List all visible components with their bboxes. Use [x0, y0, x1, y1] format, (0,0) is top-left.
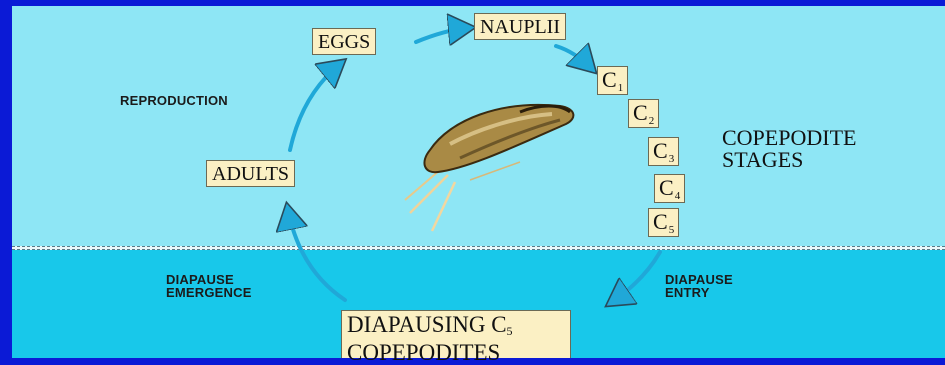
copepodite-label-line2: STAGES	[722, 149, 856, 171]
arrow-adults-to-eggs	[290, 64, 340, 150]
stage-c1-letter: C	[602, 67, 617, 92]
reproduction-label: REPRODUCTION	[120, 94, 228, 107]
diapausing-number: 5	[507, 324, 513, 338]
stage-c3-number: 3	[669, 153, 675, 165]
entry-line2: ENTRY	[665, 286, 733, 299]
stage-adults-label: ADULTS	[212, 163, 289, 185]
stage-eggs: EGGS	[312, 28, 376, 55]
diapausing-label: DIAPAUSING C	[347, 312, 507, 337]
stage-c2: C2	[628, 99, 659, 128]
stage-c4: C4	[654, 174, 685, 203]
stage-eggs-label: EGGS	[318, 31, 370, 53]
stage-c4-number: 4	[675, 190, 681, 202]
copepod-illustration	[405, 105, 573, 231]
stage-c1-number: 1	[618, 82, 624, 94]
diapausing-line1: DIAPAUSING C5	[347, 314, 565, 342]
stage-diapausing-copepodites: DIAPAUSING C5 COPEPODITES	[341, 310, 571, 358]
arrow-diapause-to-adults	[288, 210, 345, 300]
stage-c5-letter: C	[653, 209, 668, 234]
stage-c5: C5	[648, 208, 679, 237]
stage-c2-number: 2	[649, 115, 655, 127]
stage-c2-letter: C	[633, 100, 648, 125]
arrow-eggs-to-nauplii	[416, 28, 468, 42]
stage-c3-letter: C	[653, 138, 668, 163]
emergence-line2: EMERGENCE	[166, 286, 252, 299]
stage-nauplii: NAUPLII	[474, 13, 566, 40]
stage-nauplii-label: NAUPLII	[480, 16, 560, 38]
diapause-emergence-label: DIAPAUSE EMERGENCE	[166, 273, 252, 299]
copepodite-stages-label: COPEPODITE STAGES	[722, 127, 856, 171]
copepodite-label-line1: COPEPODITE	[722, 127, 856, 149]
diapausing-line2: COPEPODITES	[347, 342, 565, 364]
arrow-nauplii-to-c1	[556, 46, 591, 68]
stage-c3: C3	[648, 137, 679, 166]
stage-adults: ADULTS	[206, 160, 295, 187]
arrow-c5-to-diapause	[612, 252, 660, 302]
stage-c5-number: 5	[669, 224, 675, 236]
diapause-entry-label: DIAPAUSE ENTRY	[665, 273, 733, 299]
stage-c4-letter: C	[659, 175, 674, 200]
stage-c1: C1	[597, 66, 628, 95]
